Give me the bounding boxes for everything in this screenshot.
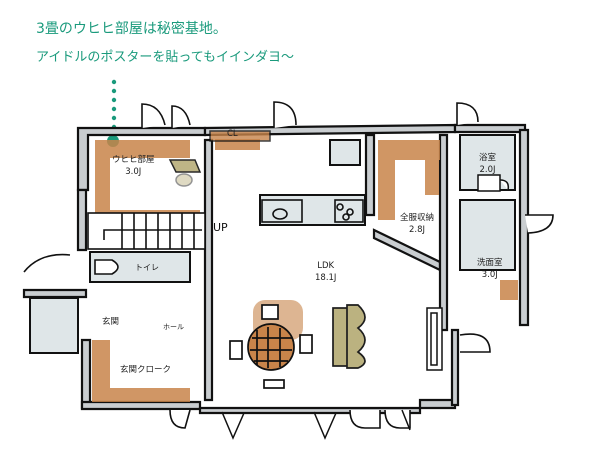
- toilet: [94, 259, 119, 275]
- room-name: ホール: [163, 323, 184, 331]
- stairs: [87, 212, 206, 250]
- room-name: LDK: [317, 261, 335, 271]
- room-label-ldk: LDK 18.1J: [315, 260, 336, 285]
- dining-table: [229, 304, 313, 389]
- room-label-uhihi: ウヒヒ部屋 3.0J: [112, 154, 155, 179]
- room-size: 3.0J: [481, 270, 498, 281]
- room-label-washroom: 洗面室 3.0J: [477, 257, 503, 282]
- room-label-toilet: トイレ: [135, 262, 159, 274]
- washroom-fixtures: [477, 174, 510, 192]
- room-label-hall: ホール: [163, 322, 184, 332]
- room-size: 2.8J: [408, 225, 426, 236]
- windows: [221, 409, 411, 440]
- desk: [168, 159, 202, 187]
- room-name: 玄関: [102, 317, 120, 327]
- room-name: ウヒヒ部屋: [112, 155, 155, 165]
- caption-line-1: 3畳のウヒヒ部屋は秘密基地。: [36, 21, 227, 37]
- room-name: トイレ: [135, 263, 159, 272]
- room-size: 18.1J: [315, 273, 337, 284]
- room-name: 全服収納: [400, 213, 435, 223]
- room-name: CL: [227, 129, 238, 139]
- cl-box: [209, 130, 271, 142]
- caption-line-2: アイドルのポスターを貼ってもイインダヨ〜: [36, 50, 295, 65]
- room-label-closet: 全服収納 2.8J: [400, 212, 434, 237]
- tv-board: [426, 307, 443, 371]
- doors: [23, 101, 554, 429]
- room-name: 洗面室: [477, 258, 503, 268]
- sofa: [332, 304, 366, 369]
- pointer-dots: [107, 79, 119, 147]
- room-size: 3.0J: [125, 167, 142, 178]
- room-name: 浴室: [479, 153, 497, 163]
- room-size: 2.0J: [479, 165, 496, 176]
- room-name: 玄関クローク: [120, 365, 172, 375]
- stairs-up-label: UP: [213, 221, 228, 234]
- kitchen: [261, 199, 364, 223]
- room-label-entrance: 玄関: [102, 316, 119, 328]
- room-label-shoe-closet: 玄関クローク: [120, 364, 171, 376]
- room-label-cl: CL: [227, 128, 238, 140]
- room-label-bath: 浴室 2.0J: [479, 152, 496, 177]
